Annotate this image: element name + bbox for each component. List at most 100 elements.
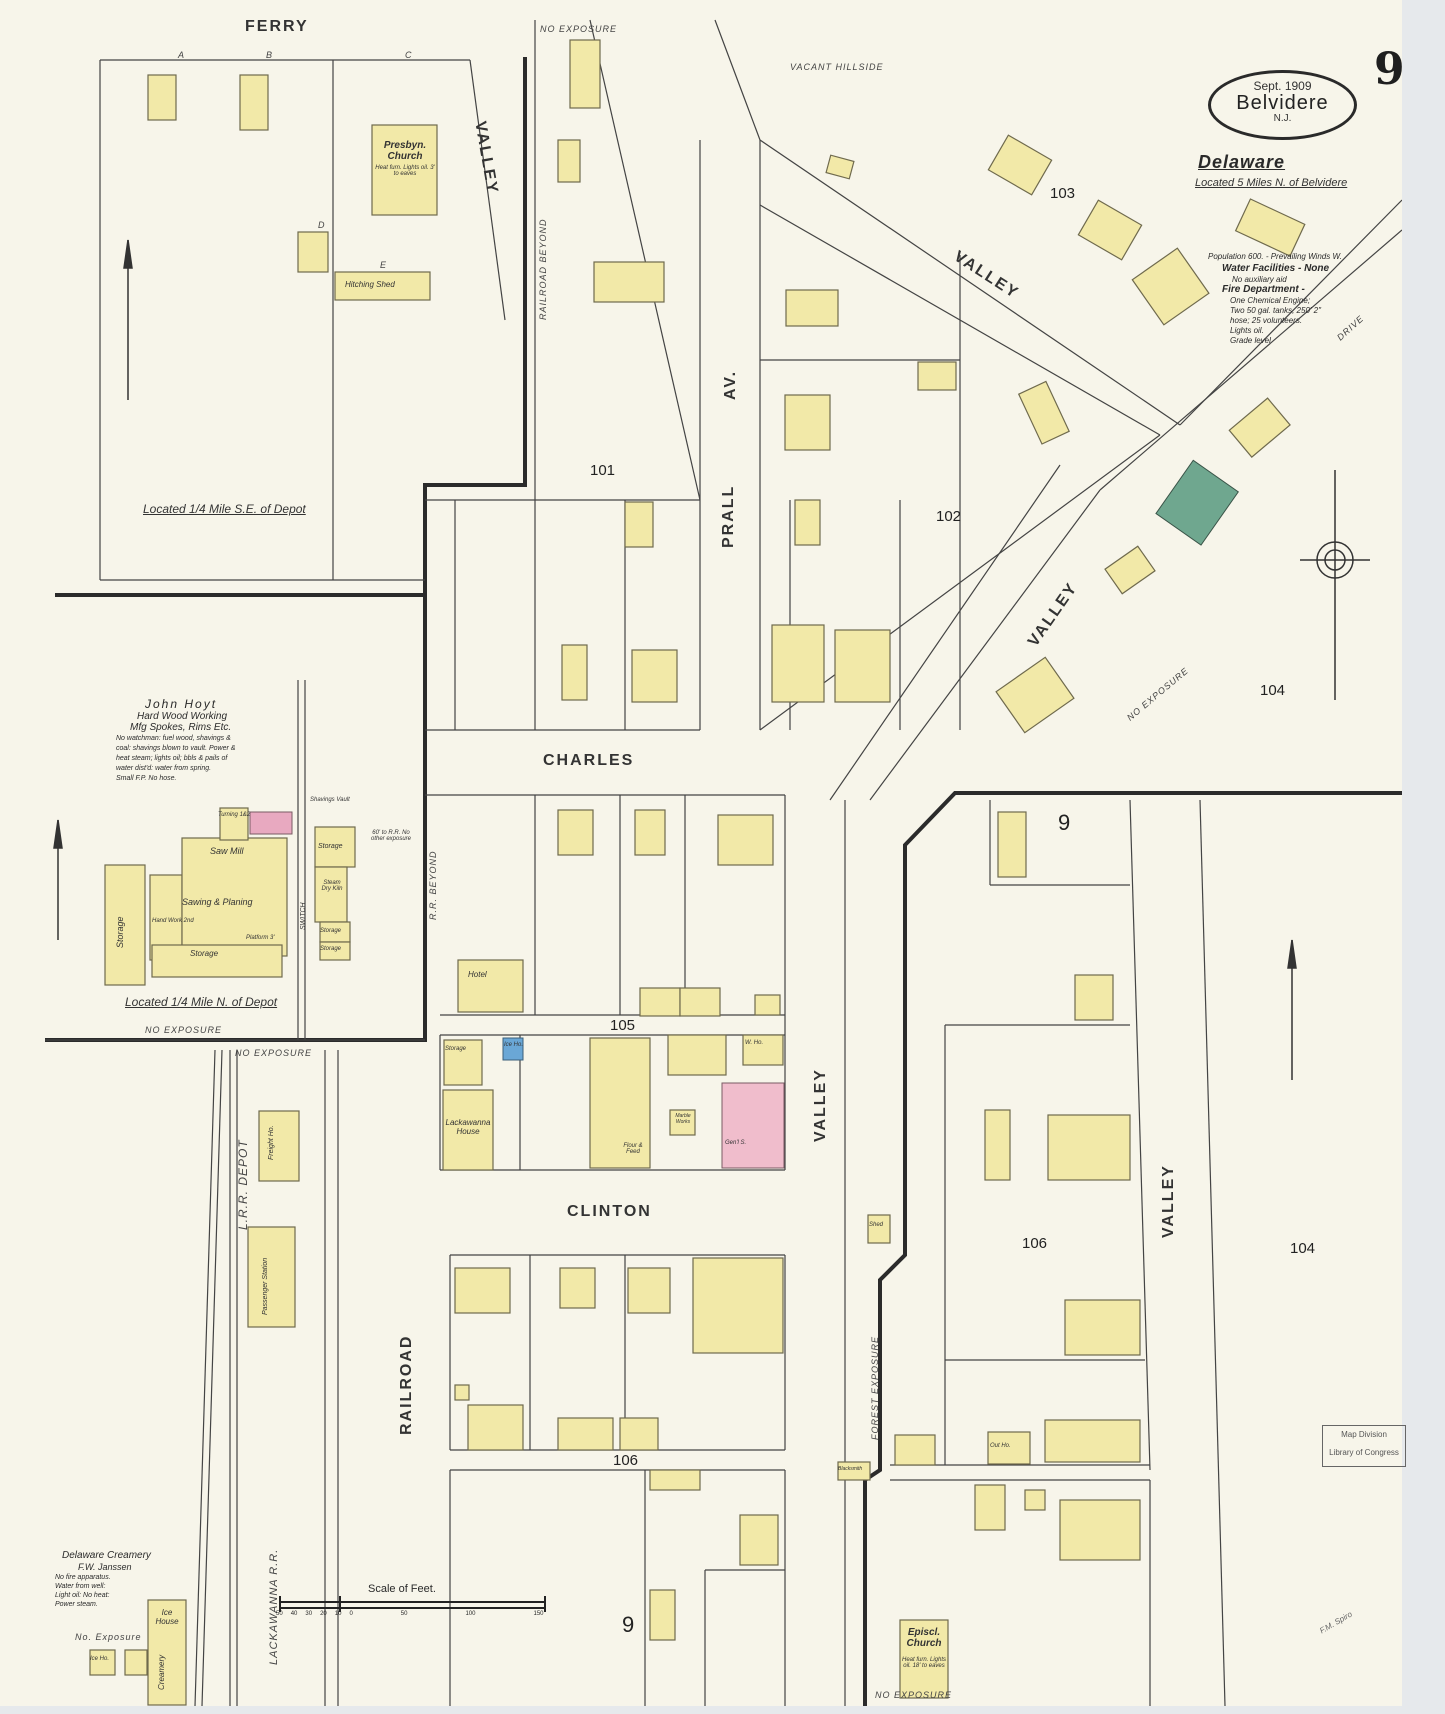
flour-feed-label: Flour & Feed [623,1143,643,1155]
stone-building [1155,459,1239,546]
hand-work-label: Hand Work 2nd [152,918,194,924]
marble-works-label: Marble Works [675,1113,691,1125]
sheet-ref-9-south: 9 [622,1612,635,1637]
railroad-beyond-label: RAILROAD BEYOND [538,218,548,320]
storage-g-label: Storage [320,946,342,952]
creamery-ice-ho-label: Ice Ho. [90,1656,110,1662]
street-valley-east: VALLEY [1160,1164,1177,1238]
hoyt-owner: John Hoyt [145,697,218,711]
brick-building-engine [249,811,293,835]
no-exposure-bottom: NO EXPOSURE [875,1690,953,1700]
block-106-west: 106 [613,1452,639,1469]
delaware-subtitle: Located 5 Miles N. of Belvidere [1195,177,1348,189]
no-exposure-rr: NO EXPOSURE [235,1048,313,1058]
block-101: 101 [590,462,616,479]
lot-a: A [178,50,186,60]
inset-border-church [55,57,527,597]
map-sheet: 9 Sept. 1909 Belvidere N.J. Delaware Loc… [0,0,1406,1706]
delaware-population: Population 600. - Prevailing Winds W. [1208,252,1342,261]
no-exposure-top: NO EXPOSURE [540,24,618,34]
water-facilities-detail: No auxiliary aid [1232,275,1287,284]
ice-house-blue [502,1037,524,1061]
ice-ho-label: Ice Ho. [504,1042,524,1048]
scale-ticks: 50 40 30 20 10 0 50 100 150 [276,1611,544,1617]
lackawanna-rr-label: LACKAWANNA R.R. [268,1548,280,1665]
sawing-planing-label: Sawing & Planing [182,897,253,907]
vacant-hillside-label: VACANT HILLSIDE [790,62,884,72]
hotel-label: Hotel [468,970,487,979]
street-clinton: CLINTON [567,1203,652,1220]
scale-bar [279,1596,546,1612]
no-exposure-hoyt: NO EXPOSURE [145,1025,223,1035]
lot-c: C [405,50,413,60]
street-railroad: RAILROAD [398,1334,415,1435]
forest-exposure-label: FOREST EXPOSURE [870,1335,880,1440]
water-facilities-label: Water Facilities - None [1222,263,1330,274]
street-valley-south: VALLEY [812,1068,829,1142]
street-av: AV. [722,369,739,400]
w-ho-label: W. Ho. [745,1040,764,1046]
block-105: 105 [610,1017,636,1034]
sheet-date: Sept. 1909 [1253,79,1312,93]
shed-label: Shed [869,1222,884,1228]
out-ho-label: Out Ho. [990,1443,1011,1449]
storage-j-label: Storage [115,916,125,948]
rr-beyond-label: R.R. BEYOND [428,850,438,920]
shavings-vault-label: Shavings Vault [310,797,350,803]
presbyn-church-label: Presbyn. Church [383,140,427,162]
passenger-station-label: Passenger Station [262,1257,269,1315]
storage-label: Storage [445,1046,467,1052]
title-cartouche: Sept. 1909 Belvidere N.J. [1208,70,1357,140]
creamery-name: Delaware Creamery [62,1550,151,1561]
episcl-church-label: Episcl. Church [906,1627,942,1649]
episcl-church-detail: Heat furn. Lights oil. 18' to eaves [901,1657,947,1669]
block-103: 103 [1050,185,1076,202]
block-102: 102 [936,508,962,525]
dry-kiln-label: Steam Dry Kiln [321,880,343,892]
delaware-title: Delaware [1198,152,1286,172]
scale-title: Scale of Feet. [368,1583,436,1595]
lot-d: D [318,220,326,230]
creamery-notes: No fire apparatus. Water from well: Ligh… [55,1574,111,1608]
state-name: N.J. [1273,113,1292,124]
no-exposure-creamery: No. Exposure [75,1632,142,1642]
hoyt-notes: No watchman: fuel wood, shavings & coal:… [116,735,236,782]
hitching-shed-label: Hitching Shed [345,280,395,289]
lackawanna-house-label: Lackawanna House [445,1118,491,1136]
ice-house-label: Ice House [155,1608,179,1626]
block-104-south: 104 [1290,1240,1316,1257]
fire-department-label: Fire Department - [1222,284,1305,295]
gen-store-label: Gen'l S. [725,1140,747,1146]
lrr-depot-label: L.R.R. DEPOT [236,1139,250,1230]
located-se-note: Located 1/4 Mile S.E. of Depot [143,502,306,516]
town-name: Belvidere [1236,92,1329,114]
sheet-number: 9 [1374,44,1405,95]
turning-label: Turning 1&2 [218,812,251,818]
brick-building-gen-store [721,1082,785,1169]
street-charles: CHARLES [543,752,635,769]
creamery-owner: F.W. Janssen [78,1562,132,1572]
storage-f-label: Storage [320,928,342,934]
platform-label: Platform 3' [246,935,275,941]
blacksmith-label: Blacksmith [838,1466,863,1472]
storage-d-label: Storage [318,843,343,850]
block-104-north: 104 [1260,682,1286,699]
storage-k-label: Storage [190,949,219,958]
library-stamp: Map Division Library of Congress [1322,1425,1406,1467]
hoyt-business: Hard Wood Working [137,711,228,722]
lot-b: B [266,50,274,60]
presbyn-church-detail: Heat furn. Lights oil. 3' to eaves [375,165,435,177]
freight-ho-label: Freight Ho. [268,1125,275,1160]
creamery-label: Creamery [157,1654,166,1690]
exposure-note-hoyt: 60' to R.R. No other exposure [370,830,412,842]
located-n-note: Located 1/4 Mile N. of Depot [125,995,278,1009]
switch-label: SWITCH [300,902,307,930]
sheet-ref-9-north: 9 [1058,810,1071,835]
block-106-east: 106 [1022,1235,1048,1252]
saw-mill-label: Saw Mill [210,846,244,856]
buildings [89,39,1306,1706]
hoyt-product: Mfg Spokes, Rims Etc. [130,722,232,733]
street-ferry: FERRY [245,18,309,35]
lot-e: E [380,260,388,270]
street-prall: PRALL [720,484,737,548]
